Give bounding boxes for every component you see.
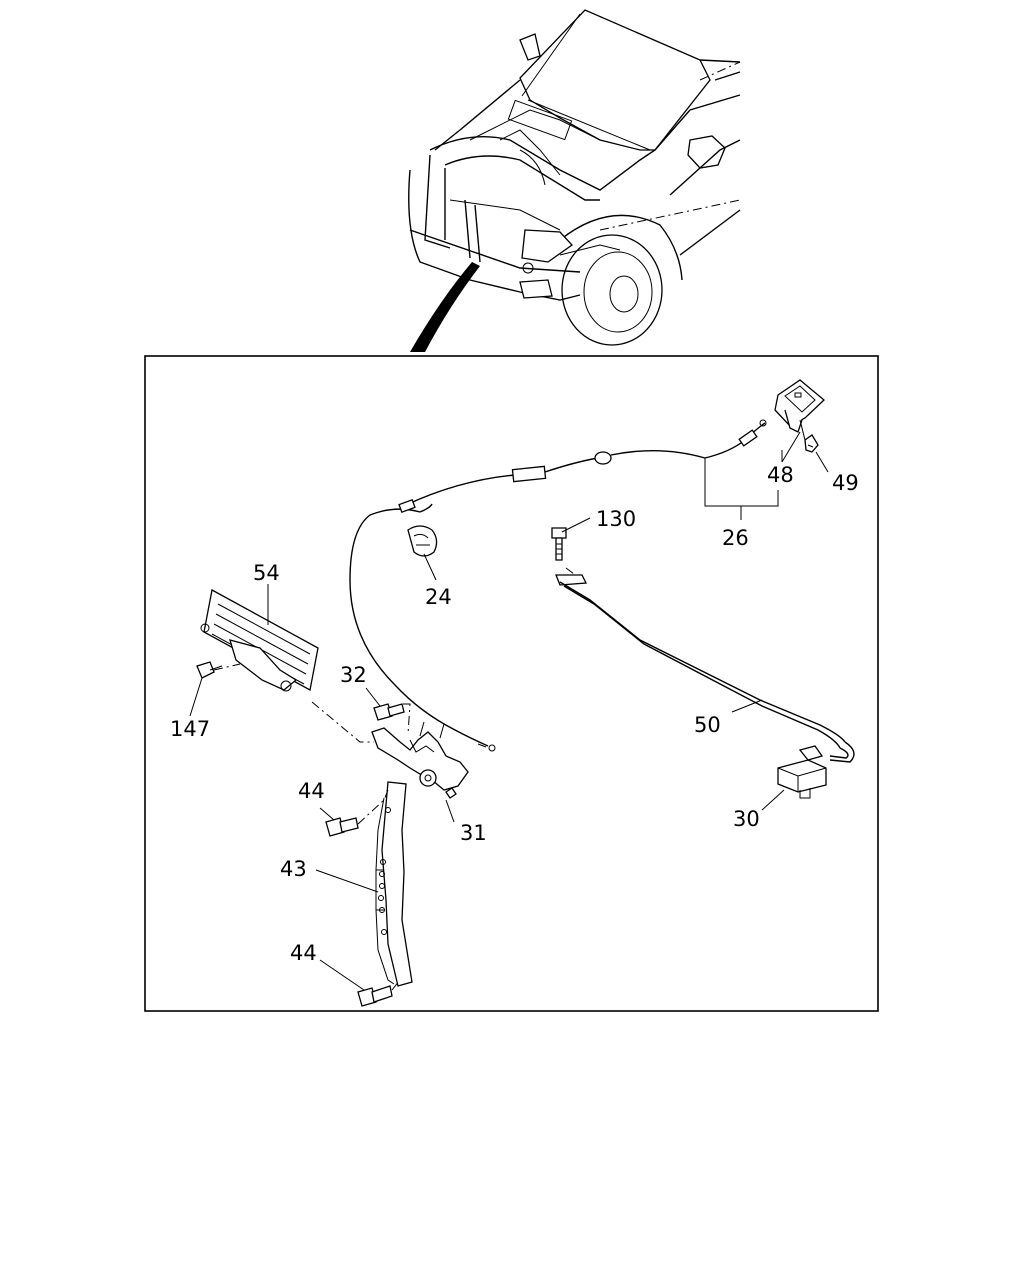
bolt-130: [551, 527, 567, 561]
bolt-44-upper: [325, 817, 359, 837]
callout-31: 31: [460, 821, 487, 845]
cable-clip: [407, 525, 438, 557]
callout-44-lower: 44: [290, 941, 317, 965]
callout-30: 30: [733, 807, 760, 831]
hood-support-rod: [555, 574, 855, 763]
release-handle: [774, 379, 825, 441]
callout-48: 48: [767, 463, 794, 487]
assembly-lines: [213, 567, 575, 991]
leader-lines: [189, 431, 829, 991]
latch-support-bracket: [375, 781, 413, 987]
callout-44-upper: 44: [298, 779, 325, 803]
hood-release-cable: [349, 419, 767, 752]
callout-32: 32: [340, 663, 367, 687]
hood-latch: [371, 721, 469, 799]
cover-clip: [196, 661, 223, 679]
latch-cover: [200, 589, 319, 692]
callout-50: 50: [694, 713, 721, 737]
callout-147: 147: [170, 717, 210, 741]
detail-frame: [144, 355, 879, 1012]
callout-43: 43: [280, 857, 307, 881]
callout-130: 130: [596, 507, 636, 531]
bolt-44-lower: [357, 985, 393, 1007]
bolt-32: [373, 703, 405, 721]
callout-24: 24: [425, 585, 452, 609]
callout-49: 49: [832, 471, 859, 495]
callout-26: 26: [722, 526, 749, 550]
callouts: 54 147 32 44 31 43 44 24 130 48 49 26 50…: [170, 463, 859, 965]
handle-clip: [804, 434, 819, 453]
callout-54: 54: [253, 561, 280, 585]
vehicle-illustration: [408, 9, 741, 352]
rod-holder: [777, 745, 827, 799]
cover-slots: [211, 603, 311, 685]
